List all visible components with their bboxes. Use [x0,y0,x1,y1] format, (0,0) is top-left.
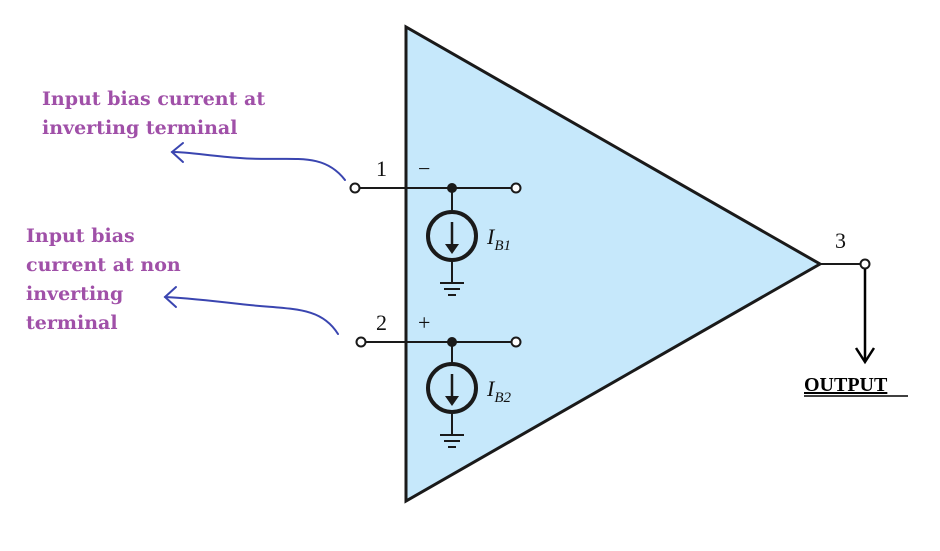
ib1-subscript: B1 [494,238,511,254]
annotation-line: current at non [26,254,181,276]
ib1-symbol: I [486,224,496,249]
ground-icon [440,282,464,296]
annotation-line: inverting [26,283,124,305]
non-inverting-bias-annotation: Input bias current at non inverting term… [26,222,181,338]
current-source-ib2 [426,362,478,434]
annotation-line: terminal [26,312,118,334]
annotation-line: Input bias [26,225,135,247]
terminal-3-number: 3 [835,228,846,253]
terminal-1-number: 1 [376,156,387,181]
inverting-bias-annotation: Input bias current at inverting terminal [42,85,265,143]
ib2-label: IB2 [486,376,511,406]
annotation-line: Input bias current at [42,88,266,110]
op-amp-triangle [404,24,824,504]
non-inverting-input-wire [355,336,522,364]
annotation-line: inverting terminal [42,117,238,139]
ib1-label: IB1 [486,224,511,254]
current-source-ib1 [426,210,478,282]
ground-icon [440,434,464,448]
ib2-symbol: I [486,376,496,401]
terminal-2-number: 2 [376,310,387,335]
ib2-subscript: B2 [494,390,511,406]
non-inverting-annotation-arrow [163,286,339,335]
inverting-annotation-arrow [170,142,346,181]
non-inverting-sign: + [418,310,430,335]
output-label: OUTPUT [804,374,888,396]
inverting-sign: − [418,156,430,181]
output-arrow [854,269,876,365]
inverting-input-wire [349,182,522,210]
output-wire [820,258,871,270]
